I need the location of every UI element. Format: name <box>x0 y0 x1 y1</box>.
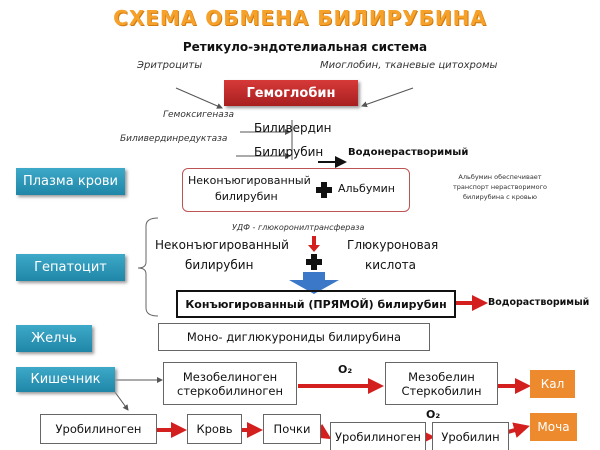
plasma-unconjugated: Неконъюгированный <box>188 174 311 187</box>
myoglobin-label: Миоглобин, тканевые цитохромы <box>320 60 498 71</box>
bilirubin-label: Билирубин <box>254 145 324 159</box>
arrow-erythrocytes <box>175 87 223 109</box>
note-line: Альбумин обеспечивает <box>458 173 542 181</box>
bile-box: Моно- диглюкурониды билирубина <box>158 323 430 351</box>
udp-red-arrow <box>312 236 316 246</box>
red-arrows <box>157 295 531 445</box>
albumin-note: Альбумин обеспечивает транспорт нераство… <box>430 172 570 202</box>
mesobilin-box: Мезобелин Стеркобилин <box>385 362 498 405</box>
blood-box: Кровь <box>187 414 242 444</box>
urobilinogen-box: Уробилиноген <box>40 414 157 444</box>
plus-icon <box>316 182 332 198</box>
urobilinogen2-box: Уробилиноген <box>330 422 426 450</box>
biliverdin-reductase-label: Биливердинредуктаза <box>120 134 228 144</box>
heme-oxygenase-label: Гемоксигеназа <box>163 110 235 120</box>
hemoglobin-box: Гемоглобин <box>224 80 358 106</box>
blue-down-arrow <box>289 272 339 294</box>
soluble-label: Водорастворимый <box>488 297 590 308</box>
urine-box: Моча <box>530 413 577 441</box>
stage-plasma: Плазма крови <box>16 168 125 195</box>
stage-intestine: Кишечник <box>16 367 115 392</box>
glucuronic-acid-1: Глюкуроновая <box>347 238 439 252</box>
subtitle: Ретикуло-эндотелиальная система <box>182 40 428 54</box>
arrow-myoglobin <box>361 87 414 108</box>
hep-bilirubin: билирубин <box>185 258 254 272</box>
biliverdin-label: Биливердин <box>254 121 332 135</box>
diagram-title: СХЕМА ОБМЕНА БИЛИРУБИНА <box>113 6 487 30</box>
note-line: билирубина с кровью <box>463 193 537 201</box>
erythrocytes-label: Эритроциты <box>137 60 203 71</box>
conjugated-bilirubin-box: Конъюгированный (ПРЯМОЙ) билирубин <box>176 290 456 318</box>
plasma-box <box>182 168 410 212</box>
stage-bile: Желчь <box>16 325 92 352</box>
insoluble-label: Водонерастворимый <box>348 147 469 158</box>
plasma-bilirubin: билирубин <box>215 190 278 203</box>
mesobilinogen-label: Мезобелиноген <box>182 369 278 384</box>
note-line: транспорт нерастворимого <box>452 183 548 191</box>
feces-box: Кал <box>530 370 575 398</box>
stercobilin-label: Стеркобилин <box>401 383 482 398</box>
udp-enzyme-label: УДФ - глюкоронилтрансфераза <box>232 223 365 232</box>
mesobilinogen-box: Мезобелиноген стеркобилиноген <box>163 362 297 405</box>
urobilin-box: Уробилин <box>432 422 509 450</box>
o2b-label: O₂ <box>426 408 441 421</box>
hep-unconjugated: Неконъюгированный <box>155 238 289 252</box>
o2-label: O₂ <box>338 363 353 376</box>
glucuronic-acid-2: кислота <box>365 258 416 272</box>
stercobilinogen-label: стеркобилиноген <box>177 383 283 398</box>
kidneys-box: Почки <box>263 414 321 444</box>
hepatocyte-brace <box>137 217 159 317</box>
plasma-albumin: Альбумин <box>338 182 395 195</box>
mesobilin-label: Мезобелин <box>408 369 475 384</box>
stage-hepatocyte: Гепатоцит <box>16 254 125 281</box>
plus-icon <box>306 254 322 270</box>
